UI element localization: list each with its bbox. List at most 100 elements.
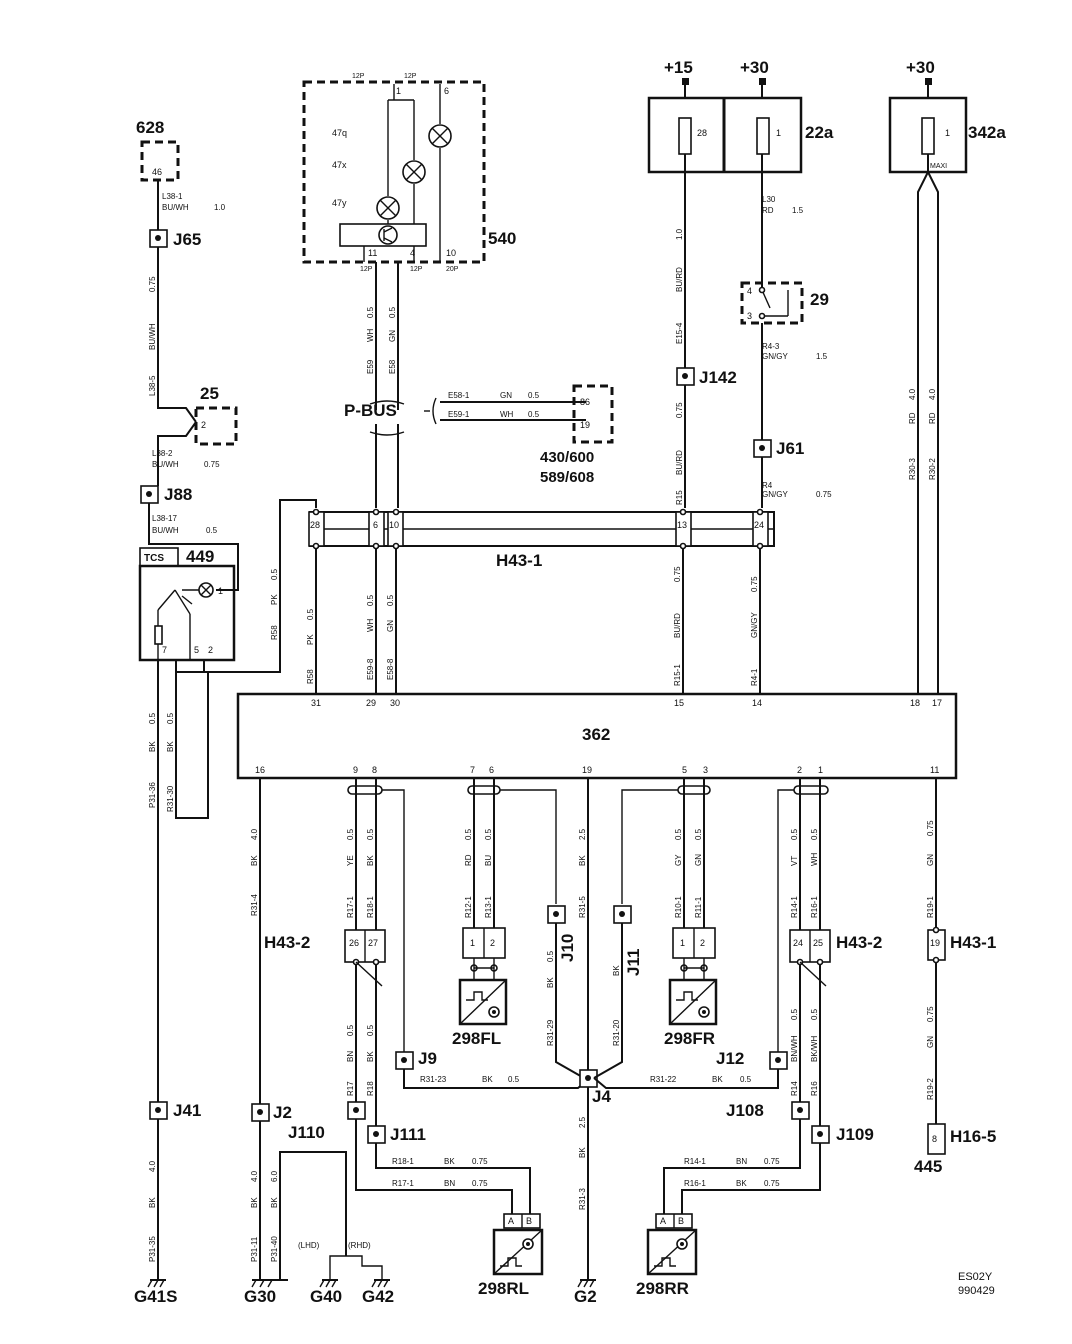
c540-pin-6: 6	[444, 86, 449, 96]
lamp-icon	[376, 196, 400, 220]
wire-size: 2.5	[578, 1116, 587, 1128]
c445-pin-8: 8	[932, 1134, 937, 1144]
wire-size: 0.75	[472, 1179, 488, 1188]
wire-size: 0.75	[764, 1179, 780, 1188]
fuse-28-label: 28	[697, 128, 707, 138]
c362-pin-30: 30	[390, 698, 400, 708]
wire-color: GN	[926, 1036, 935, 1048]
ground-icon	[251, 1279, 288, 1288]
sensor-fr-pin-1: 1	[680, 938, 685, 948]
wire-size: 0.75	[750, 576, 759, 592]
c362-pin-3: 3	[703, 765, 708, 775]
sensor-298rr-label: 298RR	[636, 1279, 689, 1298]
gear-icon	[676, 1238, 688, 1250]
pbus-label: P-BUS	[344, 401, 397, 420]
wire-id: R18-1	[392, 1157, 414, 1166]
wire-color: BK	[546, 977, 555, 988]
wire-color: BK	[366, 855, 375, 866]
wire-size: 0.75	[816, 490, 832, 499]
sensor-fr-pin-2: 2	[700, 938, 705, 948]
abs-control-module-362: 362 31 29 30 15 14 18 17 16 9 8 7 6 19 5…	[236, 692, 958, 780]
lamp-icon	[428, 124, 452, 148]
c362-pin-17: 17	[932, 698, 942, 708]
module-362-label: 362	[582, 725, 610, 744]
j65-label: J65	[173, 230, 201, 249]
splice-j109: J109	[811, 1125, 874, 1144]
wire-size: 0.5	[166, 712, 175, 724]
c540-pin-10: 10	[446, 248, 456, 258]
h16-5-label: H16-5	[950, 1127, 996, 1146]
wire-color: GY	[674, 854, 683, 866]
splice-j111: J111	[367, 1125, 426, 1144]
j9-label: J9	[418, 1049, 437, 1068]
wire-id: R30-2	[928, 458, 937, 480]
splice-j65: J65	[149, 229, 201, 249]
ground-g30-label: G30	[244, 1287, 276, 1306]
wire-id: R16	[810, 1081, 819, 1096]
wire-color: WH	[500, 410, 514, 419]
switch-29: 4 3 29	[740, 281, 829, 325]
wire-size: 0.5	[528, 410, 540, 419]
wire-size: 0.75	[204, 460, 220, 469]
wire-id: R31-30	[166, 785, 175, 812]
j41-label: J41	[173, 1101, 201, 1120]
wire-id: P31-11	[250, 1236, 259, 1262]
gear-icon	[488, 1006, 500, 1018]
wire-size: 0.5	[366, 306, 375, 318]
h43-2r-pin-25: 25	[813, 938, 823, 948]
supply-30-b: +30	[906, 58, 935, 98]
wire-size: 0.5	[346, 828, 355, 840]
wire-id: R31-20	[612, 1019, 621, 1046]
splice-j142: J142	[676, 367, 737, 387]
j11-label: J11	[624, 949, 643, 976]
wire-color: BK	[166, 741, 175, 752]
module-25-label: 25	[200, 384, 219, 403]
wire-color: BU/RD	[675, 450, 684, 475]
h43-1-right-label: H43-1	[950, 933, 996, 952]
c25-pin-2: 2	[201, 420, 206, 430]
wire-id: L38-2	[152, 449, 173, 458]
wire-size: 0.75	[764, 1157, 780, 1166]
wire-size: 2.5	[578, 828, 587, 840]
supply-30-a: +30	[740, 58, 769, 98]
wire-size: 4.0	[928, 388, 937, 400]
wire-id: R4-1	[750, 668, 759, 686]
wire-size: 0.5	[366, 1024, 375, 1036]
wire-color: RD	[762, 206, 774, 215]
wire-id: R31-22	[650, 1075, 677, 1084]
c362-pin-19: 19	[582, 765, 592, 775]
wire-id: R16-1	[810, 896, 819, 918]
wire-color: GN	[386, 620, 395, 632]
wire-id: P31-35	[148, 1236, 157, 1262]
c449-pin-7: 7	[162, 645, 167, 655]
wire-color: BK	[148, 741, 157, 752]
wire-id: R30-3	[908, 458, 917, 480]
splice-j108: J108	[726, 1101, 810, 1120]
wire-size: 0.5	[366, 828, 375, 840]
wire-id: P31-36	[148, 782, 157, 808]
wire-size: 4.0	[250, 828, 259, 840]
wire-color: GN	[926, 854, 935, 866]
sensor-rr-pin-a: A	[660, 1216, 666, 1226]
wire-color: BK	[366, 1051, 375, 1062]
c362-pin-1: 1	[818, 765, 823, 775]
splice-j9: J9	[395, 1049, 437, 1070]
wire-size: 0.5	[790, 828, 799, 840]
wire-color: BN	[346, 1051, 355, 1062]
wire-id: L30	[762, 195, 776, 204]
c540-pin-4: 4	[410, 248, 415, 258]
wire-id: R17	[346, 1081, 355, 1096]
drawing-code: ES02Y	[958, 1271, 993, 1283]
c540-top-12p-b: 12P	[404, 73, 417, 80]
c449-pin-2: 2	[208, 645, 213, 655]
wire-size: 0.5	[528, 391, 540, 400]
wire-id: R19-2	[926, 1078, 935, 1100]
supply-30b-label: +30	[906, 58, 935, 77]
wire-id: R4-3	[762, 342, 780, 351]
splice-j12: J12	[716, 1049, 788, 1070]
wire-size: 0.5	[388, 306, 397, 318]
wire-id: R17-1	[346, 896, 355, 918]
wire-id: R12-1	[464, 896, 473, 918]
gear-icon	[698, 1006, 710, 1018]
wire-id: E59-8	[366, 658, 375, 680]
